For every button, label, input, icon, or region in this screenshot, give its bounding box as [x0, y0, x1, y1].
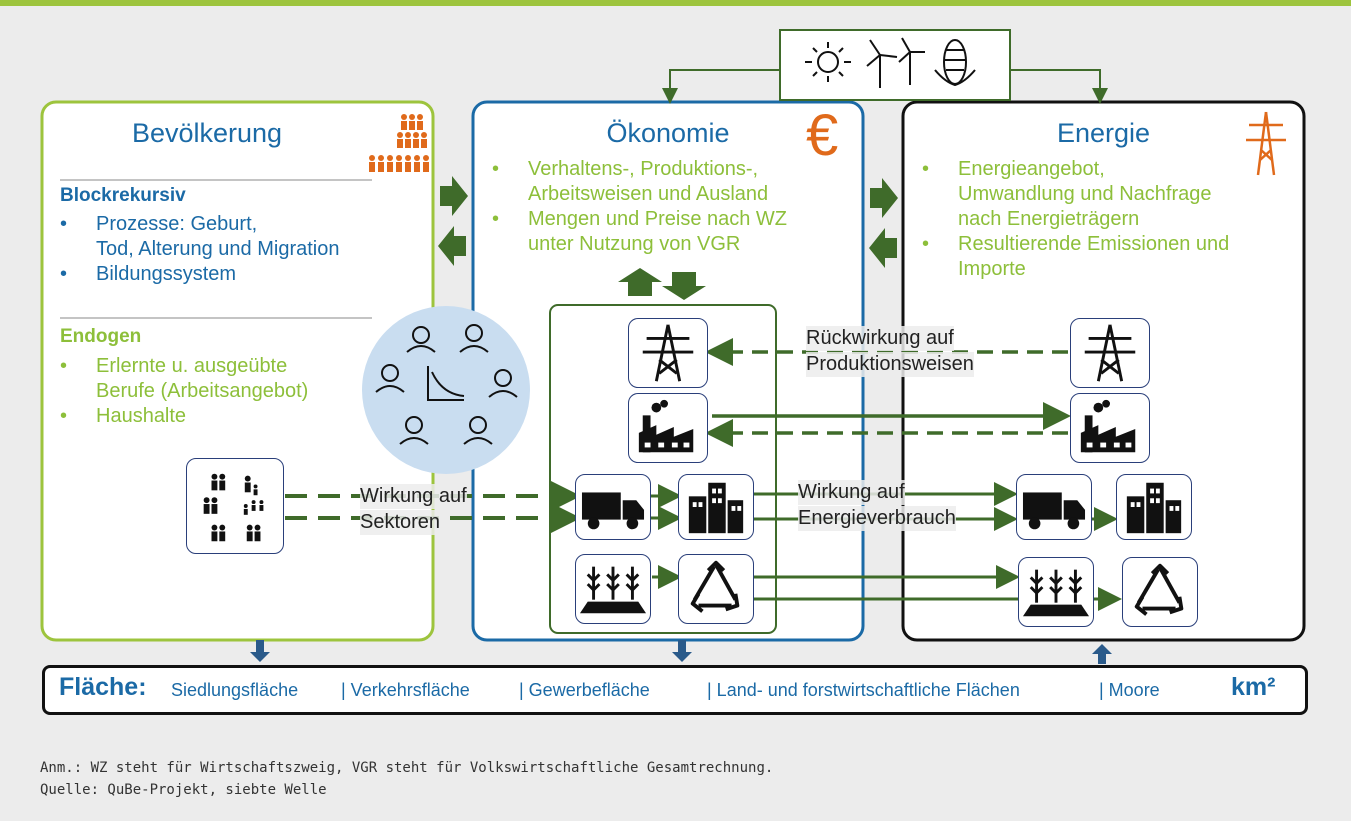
list-item: •Erlernte u. ausgeübte [60, 355, 288, 377]
list-item: Arbeitsweisen und Ausland [528, 183, 769, 205]
arrow-bev-to-flaeche [250, 640, 270, 662]
wirkung-energie-label-1: Wirkung auf [798, 480, 905, 505]
list-item: Importe [958, 258, 1026, 280]
flaeche-item-verkehr: | Verkehrsfläche [341, 680, 470, 700]
recycle-box [678, 554, 754, 624]
note-quelle: Quelle: QuBe-Projekt, siebte Welle [40, 782, 327, 798]
sector-box [549, 304, 777, 634]
family-icon [203, 473, 264, 542]
list-item: •Verhaltens-, Produktions-, [492, 158, 759, 180]
flaeche-bar: Fläche: Siedlungsfläche | Verkehrsfläche… [42, 665, 1308, 715]
flaeche-label: Fläche: [59, 673, 147, 701]
list-item: •Mengen und Preise nach WZ [492, 208, 788, 230]
energie-wheat-box [1018, 557, 1094, 627]
renewables-box [779, 29, 1011, 101]
arrow-energie-to-oek [869, 228, 897, 268]
energie-title: Energie [1056, 118, 1151, 148]
top-accent-bar [0, 0, 1351, 6]
list-item: •Energieangebot, [922, 158, 1105, 180]
wirkung-sektoren-label-1: Wirkung auf [360, 484, 467, 509]
factory-icon [638, 399, 694, 453]
list-item: nach Energieträgern [958, 208, 1140, 230]
buildings-icon [1126, 482, 1182, 534]
occupations-icon [375, 324, 518, 445]
euro-icon: € [806, 103, 839, 168]
wirkung-sektoren-label-2: Sektoren [360, 510, 441, 535]
sun-icon [805, 42, 851, 82]
factory-box [628, 393, 708, 463]
buildings-icon [688, 482, 744, 534]
blockrekursiv-heading: Blockrekursiv [60, 185, 186, 206]
note-anm: Anm.: WZ steht für Wirtschaftszweig, VGR… [40, 760, 774, 776]
bevoelkerung-title: Bevölkerung [131, 118, 283, 148]
wheat-field-icon [579, 566, 647, 614]
flaeche-item-moore: | Moore [1099, 680, 1160, 700]
wheat-box [575, 554, 651, 624]
wheat-field-icon [1022, 569, 1090, 617]
recycle-icon [690, 560, 740, 613]
corn-icon [934, 39, 976, 87]
arrow-flaeche-to-energie [1092, 644, 1112, 664]
arrow-bev-to-oek [440, 176, 468, 216]
flaeche-item-siedlung: Siedlungsfläche [171, 680, 299, 700]
energie-factory-box [1070, 393, 1150, 463]
wind-turbine-icon [866, 37, 925, 88]
truck-icon [1022, 492, 1086, 530]
blockrekursiv-list: •Prozesse: Geburt, Tod, Alterung und Mig… [60, 212, 340, 287]
factory-icon [1080, 399, 1136, 453]
flaeche-unit: km² [1231, 673, 1276, 701]
endogen-heading: Endogen [60, 326, 142, 347]
list-item: •Resultierende Emissionen und [922, 233, 1230, 255]
family-box [186, 458, 284, 554]
list-item: unter Nutzung von VGR [528, 233, 741, 255]
list-item: •Haushalte [60, 405, 187, 427]
list-item: •Bildungssystem [60, 263, 237, 285]
arrow-up-sector [618, 268, 662, 296]
oekonomie-list: •Verhaltens-, Produktions-, Arbeitsweise… [492, 157, 787, 257]
wirkung-energie-label-2: Energieverbrauch [798, 506, 956, 531]
buildings-box [678, 474, 754, 540]
rueckwirkung-label-1: Rückwirkung auf [806, 326, 954, 351]
endogen-list: •Erlernte u. ausgeübte Berufe (Arbeitsan… [60, 354, 308, 429]
energie-power-tower-box [1070, 318, 1150, 388]
energie-recycle-box [1122, 557, 1198, 627]
truck-box [575, 474, 651, 540]
power-tower-icon [642, 324, 694, 382]
arrow-oek-to-bev [438, 226, 466, 266]
flaeche-item-land: | Land- und forstwirtschaftliche Flächen [707, 680, 1020, 700]
power-tower-icon [1084, 324, 1136, 382]
truck-icon [581, 492, 645, 530]
arrow-down-sector [662, 272, 706, 300]
energie-list: •Energieangebot, Umwandlung und Nachfrag… [922, 157, 1229, 282]
arrow-oek-to-energie [870, 178, 898, 218]
arrow-oek-to-flaeche [672, 640, 692, 662]
rueckwirkung-label-2: Produktionsweisen [806, 352, 974, 377]
power-tower-box [628, 318, 708, 388]
energie-buildings-box [1116, 474, 1192, 540]
list-item: Tod, Alterung und Migration [96, 238, 340, 260]
list-item: Umwandlung und Nachfrage [958, 183, 1212, 205]
flaeche-item-gewerbe: | Gewerbefläche [519, 680, 650, 700]
energie-truck-box [1016, 474, 1092, 540]
list-item: Berufe (Arbeitsangebot) [96, 380, 309, 402]
recycle-icon [1134, 563, 1184, 616]
power-tower-icon [1246, 111, 1286, 176]
people-pyramid-icon [369, 114, 429, 172]
oekonomie-title: Ökonomie [606, 118, 730, 148]
list-item: •Prozesse: Geburt, [60, 213, 258, 235]
